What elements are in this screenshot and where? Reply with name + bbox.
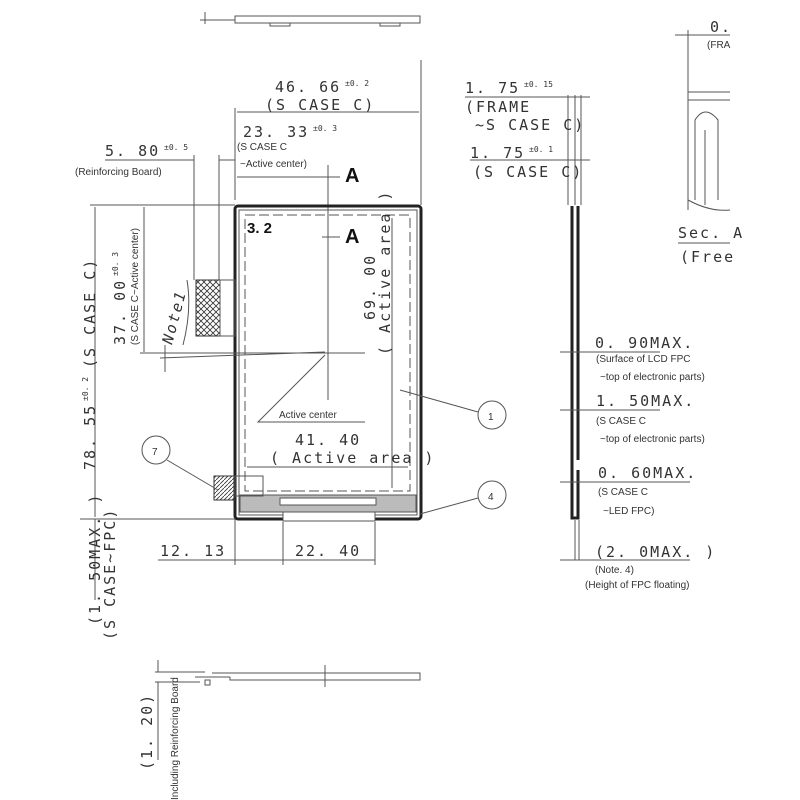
svg-text:1. 75: 1. 75 [470, 144, 525, 162]
svg-text:±0. 3: ±0. 3 [111, 252, 120, 276]
svg-text:Sec. A: Sec. A [678, 224, 744, 242]
svg-text:(FRA: (FRA [707, 40, 731, 51]
svg-text:Including Reinforcing Board: Including Reinforcing Board [170, 677, 181, 800]
svg-text:22. 40: 22. 40 [295, 542, 361, 560]
dim-active-width: 41. 40 ( Active area ) [247, 431, 435, 468]
svg-text:(S CASE C: (S CASE C [598, 487, 648, 498]
dim-fpc: 12. 13 22. 40 [158, 519, 376, 565]
section-a-view: 0. (FRA Sec. A (Free [675, 18, 744, 266]
svg-text:±0. 1: ±0. 1 [529, 145, 553, 154]
active-center-label: Active center [279, 410, 337, 421]
dim-half-height: 37. 00 ±0. 3 (S CASE C~Active center) [111, 207, 365, 354]
svg-text:4: 4 [488, 492, 494, 503]
svg-text:±0. 2: ±0. 2 [81, 377, 90, 401]
svg-text:±0. 5: ±0. 5 [164, 143, 188, 152]
svg-text:±0. 2: ±0. 2 [345, 79, 369, 88]
svg-text:5. 80: 5. 80 [105, 142, 160, 160]
dim-reinforcing-board: 5. 80 ±0. 5 (Reinforcing Board) [75, 142, 235, 280]
svg-text:(S CASE C: (S CASE C [596, 416, 646, 427]
svg-text:±0. 15: ±0. 15 [524, 80, 553, 89]
svg-text:1. 75: 1. 75 [465, 79, 520, 97]
reinforcing-board [195, 279, 221, 337]
svg-text:(Note. 4): (Note. 4) [595, 565, 634, 576]
svg-text:±0. 3: ±0. 3 [313, 124, 337, 133]
svg-text:(Reinforcing Board): (Reinforcing Board) [75, 167, 162, 178]
svg-text:(Surface of LCD FPC: (Surface of LCD FPC [596, 354, 690, 365]
svg-text:(S CASE~FPC): (S CASE~FPC) [101, 508, 119, 640]
dim-width-total: 46. 66 ±0. 2 (S CASE C) [234, 60, 422, 205]
svg-text:37. 00: 37. 00 [111, 279, 129, 345]
svg-text:46. 66: 46. 66 [275, 78, 341, 96]
dim-fpc-thickness: (1. 50MAX. ) (S CASE~FPC) [86, 493, 119, 640]
svg-text:41. 40: 41. 40 [295, 431, 361, 449]
svg-text:~Active center): ~Active center) [240, 159, 307, 170]
bottom-edge-view: (1. 20) Including Reinforcing Board [138, 660, 421, 800]
svg-text:( Active area ): ( Active area ) [376, 190, 394, 355]
section-mark-top: A [345, 165, 359, 187]
svg-text:(2. 0MAX. ): (2. 0MAX. ) [595, 543, 716, 561]
svg-text:(S CASE C: (S CASE C [237, 142, 287, 153]
dim-active-height: 69. 00 ( Active area ) [327, 190, 394, 488]
svg-text:~LED FPC): ~LED FPC) [603, 506, 654, 517]
svg-text:(S CASE C): (S CASE C) [265, 96, 375, 114]
top-edge-view [200, 12, 421, 27]
svg-text:(1. 50MAX. ): (1. 50MAX. ) [86, 493, 104, 625]
svg-text:(FRAME: (FRAME [465, 98, 531, 116]
svg-text:(Height of FPC floating): (Height of FPC floating) [585, 580, 690, 591]
svg-text:(Free: (Free [680, 248, 735, 266]
note1-label: Note1 [158, 288, 190, 347]
svg-text:~top of electronic parts): ~top of electronic parts) [600, 434, 705, 445]
svg-text:0. 60MAX.: 0. 60MAX. [598, 464, 697, 482]
svg-text:(1. 20): (1. 20) [138, 693, 156, 770]
part-7 [213, 475, 236, 501]
svg-text:69. 00: 69. 00 [361, 254, 379, 320]
dim-half-width: 23. 33 ±0. 3 (S CASE C ~Active center) [237, 123, 337, 390]
side-view: 1. 75 ±0. 15 (FRAME ~S CASE C) 1. 75 ±0.… [465, 79, 716, 591]
svg-text:(S CASE C~Active center): (S CASE C~Active center) [130, 228, 141, 345]
svg-text:0. 90MAX.: 0. 90MAX. [595, 334, 694, 352]
svg-text:7: 7 [152, 447, 158, 458]
svg-text:78. 55: 78. 55 [81, 404, 99, 470]
svg-text:23. 33: 23. 33 [243, 123, 309, 141]
dim-height-total: 78. 55 ±0. 2 (S CASE C) [80, 204, 235, 520]
svg-text:(S CASE C): (S CASE C) [473, 163, 583, 181]
svg-text:(S CASE C): (S CASE C) [81, 258, 99, 368]
section-mark-bottom: A [345, 226, 359, 248]
svg-text:( Active area ): ( Active area ) [270, 449, 435, 467]
svg-text:1: 1 [488, 412, 494, 423]
callout-4: 4 [419, 480, 507, 515]
svg-text:12. 13: 12. 13 [160, 542, 226, 560]
module-outline: 3. 2 [233, 204, 423, 522]
svg-text:~top of electronic parts): ~top of electronic parts) [600, 372, 705, 383]
callout-1: 1 [399, 389, 507, 430]
svg-text:0.: 0. [710, 18, 732, 36]
view-id: 3. 2 [247, 220, 272, 237]
callout-7: 7 [141, 435, 219, 491]
svg-text:1. 50MAX.: 1. 50MAX. [596, 392, 695, 410]
svg-text:~S CASE C): ~S CASE C) [475, 116, 585, 134]
